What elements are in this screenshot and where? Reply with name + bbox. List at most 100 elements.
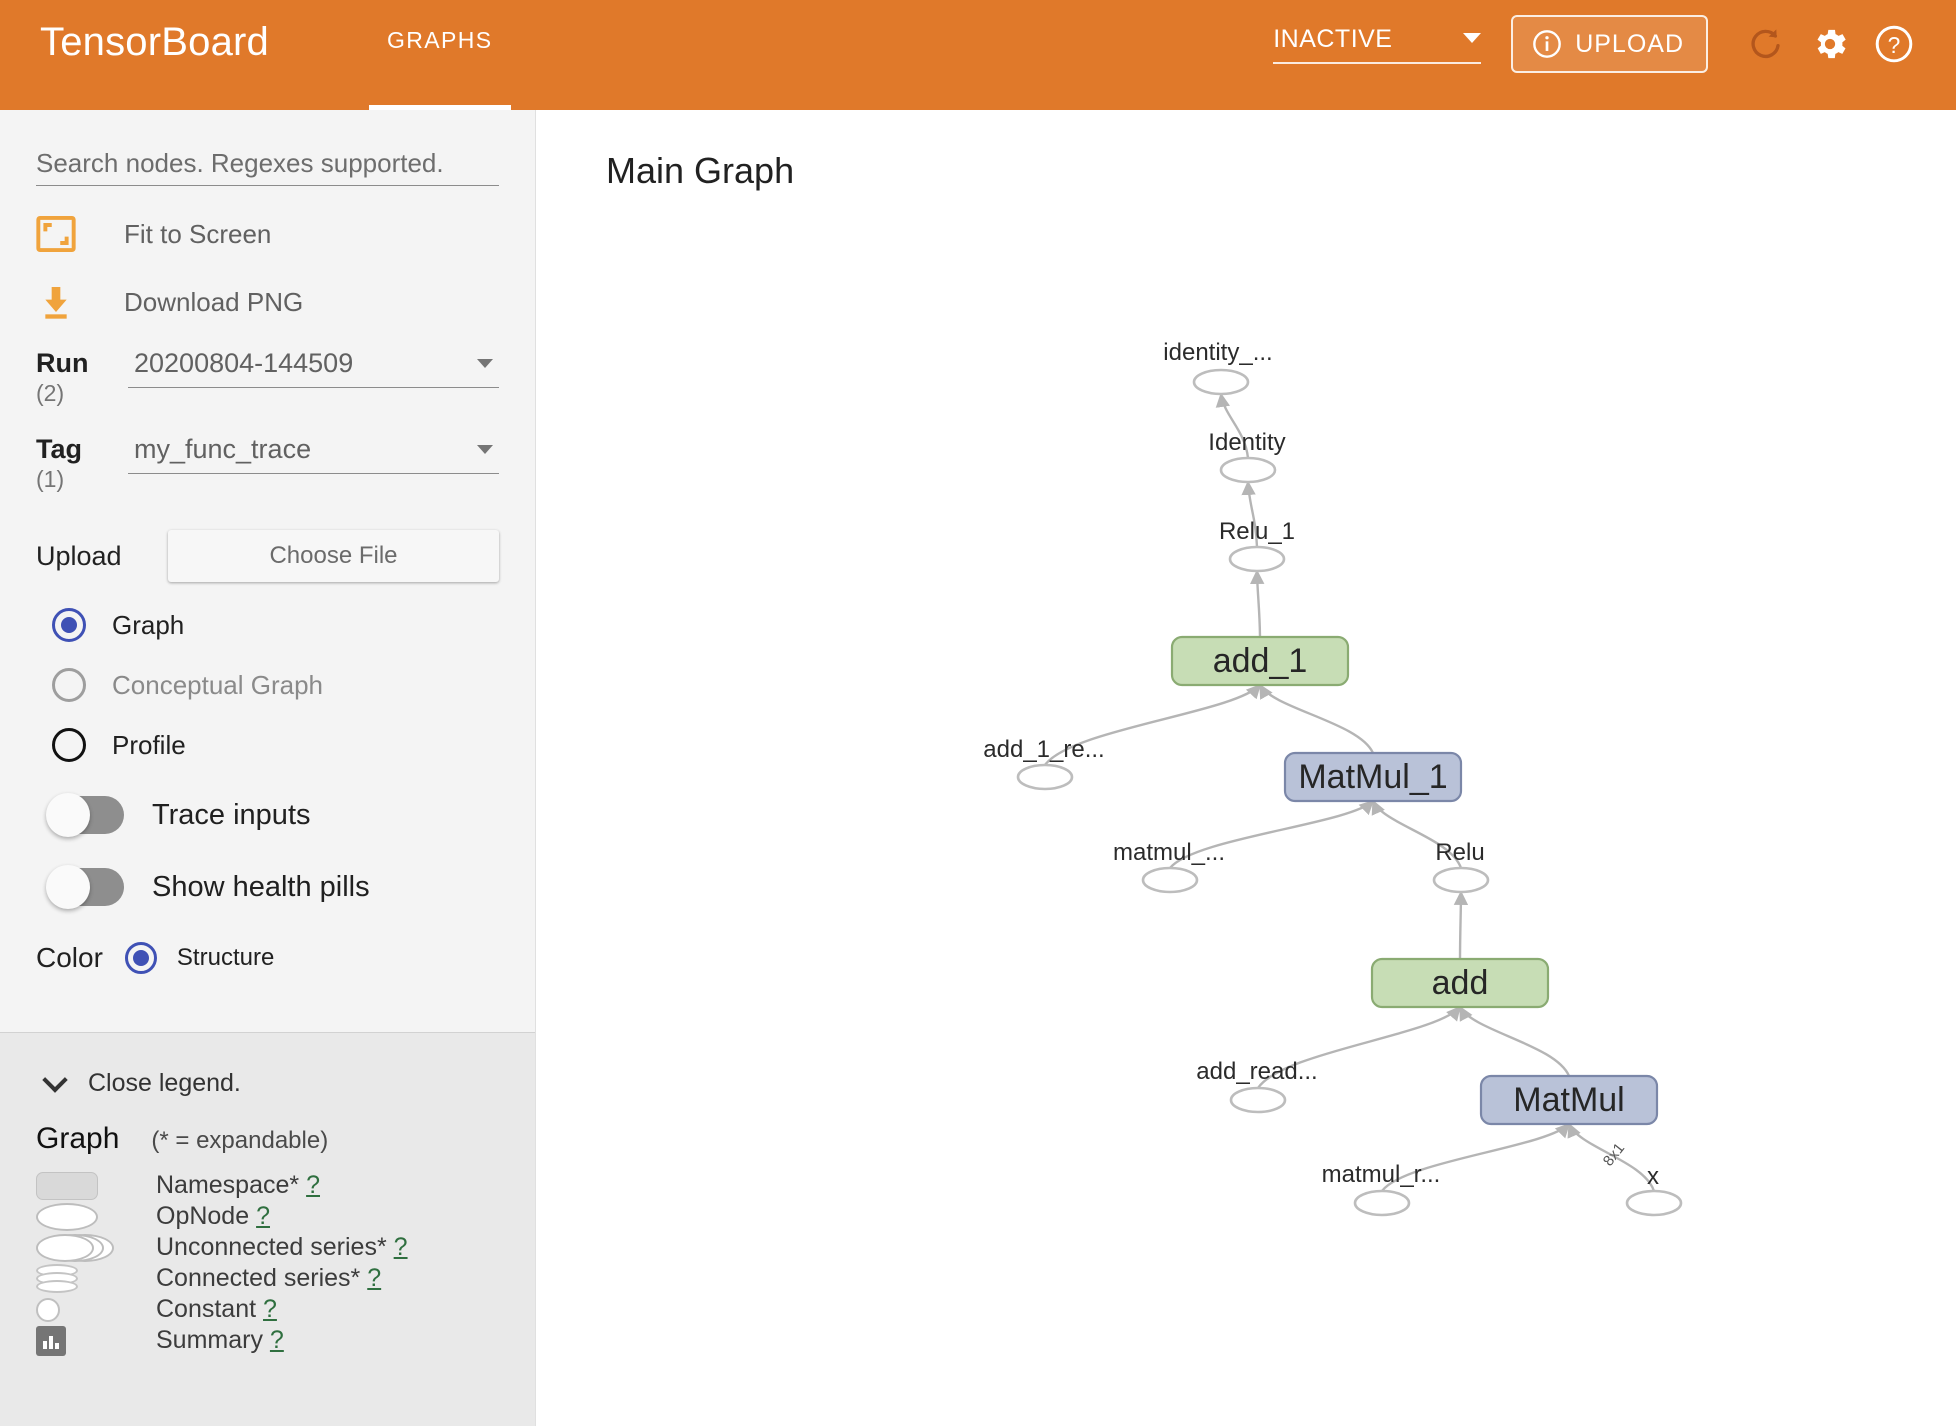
choose-file-button[interactable]: Choose File: [168, 530, 499, 582]
unconnected-series-shape-icon: [36, 1233, 156, 1262]
run-select[interactable]: 20200804-144509: [128, 348, 499, 388]
tag-label-block: Tag (1): [36, 434, 128, 494]
radio-conceptual-graph[interactable]: Conceptual Graph: [36, 668, 499, 702]
toggle-show-health-pills[interactable]: Show health pills: [36, 865, 499, 909]
graph-node[interactable]: Relu: [1432, 839, 1490, 894]
gear-icon[interactable]: [1798, 12, 1862, 76]
close-legend-button[interactable]: Close legend.: [36, 1066, 499, 1098]
graph-edge: [1250, 569, 1265, 638]
help-link[interactable]: ?: [306, 1171, 320, 1199]
upload-label: Upload: [36, 540, 122, 571]
graph-edge: [1453, 890, 1469, 960]
graph-node-label: Identity: [1208, 429, 1285, 456]
graph-node[interactable]: add: [1370, 957, 1550, 1009]
graph-node-label: add_1_re...: [983, 736, 1104, 763]
run-count: (2): [36, 380, 65, 406]
graph-edge: [1371, 799, 1463, 869]
legend-item-opnode-label: OpNode: [156, 1202, 250, 1230]
help-link[interactable]: ?: [269, 1326, 284, 1354]
legend-item-summary-label: Summary: [156, 1326, 263, 1354]
graph-node[interactable]: identity_...: [1163, 339, 1273, 396]
run-state-selector[interactable]: INACTIVE: [1273, 24, 1482, 64]
graph-node-label: Relu: [1435, 839, 1484, 866]
graph-node[interactable]: Relu_1: [1219, 518, 1295, 573]
tag-field: Tag (1) my_func_trace: [36, 434, 499, 494]
legend-subtitle: (* = expandable): [151, 1127, 329, 1154]
legend-item-opnode: OpNode ?: [36, 1201, 499, 1232]
radio-graph[interactable]: Graph: [36, 608, 499, 642]
download-png-label: Download PNG: [124, 286, 304, 317]
legend-item-unconnected-series: Unconnected series* ?: [36, 1232, 499, 1263]
run-state-value: INACTIVE: [1273, 24, 1393, 53]
page-title: Main Graph: [606, 150, 795, 191]
graph-node[interactable]: add_1_re...: [983, 736, 1105, 791]
legend-item-unconnected-series-label: Unconnected series*: [156, 1233, 387, 1261]
graph-edge: [1044, 683, 1261, 766]
help-circle-icon[interactable]: ?: [1862, 12, 1926, 76]
graph-node-label: identity_...: [1163, 339, 1272, 366]
download-png-button[interactable]: Download PNG: [36, 282, 499, 322]
tag-select[interactable]: my_func_trace: [128, 434, 499, 474]
graph-node[interactable]: MatMul_1: [1283, 751, 1463, 803]
legend-item-connected-series: Connected series* ?: [36, 1263, 499, 1294]
toggle-trace-inputs-label: Trace inputs: [152, 798, 311, 831]
radio-conceptual-graph-indicator: [52, 668, 86, 702]
namespace-shape-icon: [36, 1171, 156, 1200]
graph-node[interactable]: add_read...: [1196, 1058, 1318, 1114]
graph-node-label: matmul_...: [1113, 839, 1225, 866]
graph-node[interactable]: Identity: [1208, 429, 1286, 484]
graph-node[interactable]: matmul_r...: [1322, 1161, 1441, 1217]
upload-button-label: UPLOAD: [1575, 29, 1684, 58]
help-link[interactable]: ?: [393, 1233, 408, 1261]
graph-node-label: MatMul_1: [1298, 758, 1447, 796]
connected-series-shape-icon: [36, 1263, 156, 1294]
graph-edge: [1169, 800, 1375, 869]
search-field: [36, 148, 499, 186]
run-select-value: 20200804-144509: [134, 348, 354, 378]
run-label-block: Run (2): [36, 348, 128, 408]
upload-button[interactable]: UPLOAD: [1511, 15, 1708, 73]
graph-node[interactable]: MatMul: [1479, 1074, 1659, 1126]
legend-item-constant: Constant ?: [36, 1294, 499, 1325]
radio-profile[interactable]: Profile: [36, 728, 499, 762]
download-icon: [36, 282, 92, 322]
help-link[interactable]: ?: [256, 1202, 270, 1230]
toggle-trace-inputs[interactable]: Trace inputs: [36, 793, 499, 837]
constant-shape-icon: [36, 1297, 156, 1322]
legend-item-namespace-label: Namespace*: [156, 1171, 300, 1199]
header-actions: INACTIVE UPLOAD: [1273, 0, 1956, 88]
chevron-down-icon: [477, 359, 493, 368]
toggle-trace-inputs-switch: [46, 793, 124, 837]
tag-select-value: my_func_trace: [134, 434, 312, 464]
chevron-down-icon: [1463, 32, 1482, 43]
graph-node-label: x: [1647, 1163, 1659, 1190]
tab-graphs[interactable]: GRAPHS: [361, 28, 519, 110]
search-input[interactable]: [36, 148, 499, 179]
sidebar: Fit to Screen Download PNG Run (2): [0, 110, 536, 1426]
nav-tabs: GRAPHS: [361, 28, 519, 110]
app-brand: TensorBoard: [40, 20, 269, 64]
legend-panel: Close legend. Graph (* = expandable) Nam…: [0, 1032, 535, 1426]
color-field: Color Structure: [36, 942, 499, 974]
help-link[interactable]: ?: [367, 1264, 382, 1292]
graph-edge: [1215, 392, 1250, 459]
radio-color-structure-indicator[interactable]: [124, 942, 157, 974]
radio-graph-label: Graph: [112, 609, 185, 640]
app-header: TensorBoard GRAPHS INACTIVE UPLOAD: [0, 0, 1956, 110]
legend-title: Graph: [36, 1122, 120, 1155]
help-link[interactable]: ?: [263, 1295, 277, 1323]
graph-edge: [1241, 480, 1259, 548]
radio-conceptual-graph-label: Conceptual Graph: [112, 669, 324, 700]
graph-node-label: matmul_r...: [1322, 1161, 1441, 1188]
graph-node[interactable]: matmul_...: [1113, 839, 1225, 894]
chevron-down-icon: [42, 1066, 68, 1093]
fit-to-screen-button[interactable]: Fit to Screen: [36, 216, 499, 252]
refresh-icon[interactable]: [1734, 12, 1798, 76]
graph-svg: 8x1 identity_...IdentityRelu_1add_1add_1…: [983, 339, 1683, 1217]
upload-field: Upload Choose File: [36, 530, 499, 582]
legend-item-connected-series-label: Connected series*: [156, 1264, 361, 1292]
graph-node[interactable]: add_1: [1170, 635, 1350, 687]
graph-node[interactable]: x: [1625, 1163, 1683, 1217]
